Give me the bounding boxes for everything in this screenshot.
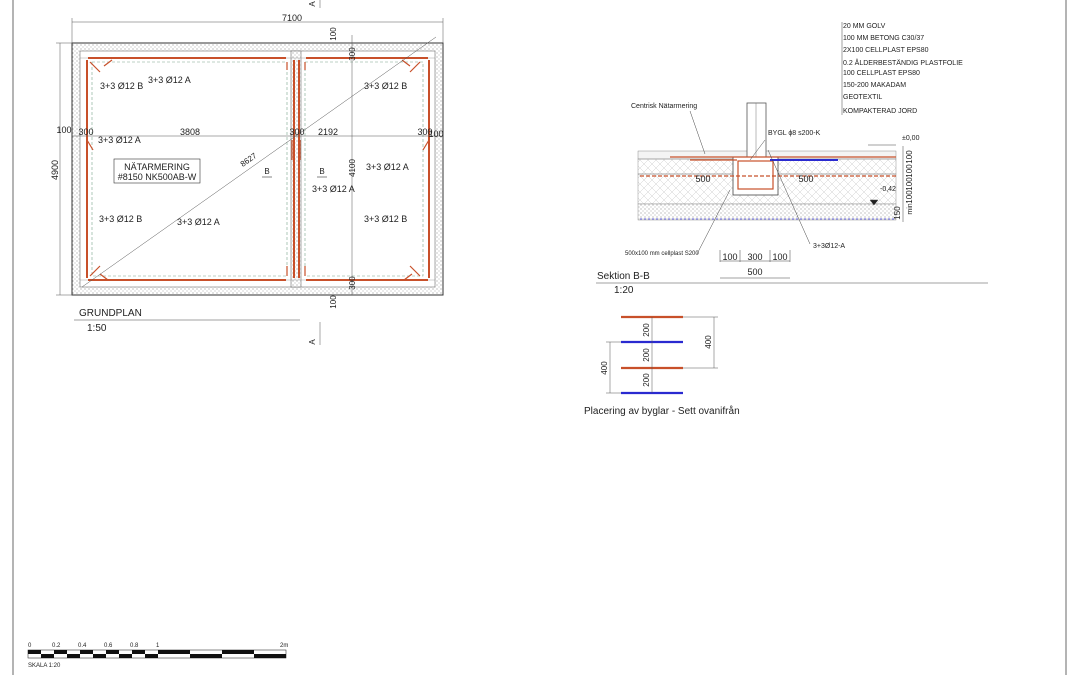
section-mark-a: A	[308, 1, 317, 7]
dim-500-total: 500	[747, 267, 762, 277]
scale-tick: 0	[28, 643, 32, 649]
middle-beam	[290, 50, 302, 288]
dim-500-left: 500	[695, 174, 710, 184]
stirrup-dim-400-left: 400	[600, 361, 609, 375]
scale-tick: 0.6	[104, 643, 113, 649]
mesh-leader-label: Centrisk Nätarmering	[631, 103, 697, 110]
stirrup-dim: 200	[642, 373, 651, 387]
stirrup-placement: 200 200 200 400 400 Placering av byglar …	[584, 315, 740, 417]
section-mark-a: A	[308, 339, 317, 345]
dim-stack-150: 150	[893, 206, 902, 220]
dim-300: 300	[747, 252, 762, 262]
layer-label: KOMPAKTERAD JORD	[843, 108, 917, 115]
dim-stack: 100	[905, 190, 914, 204]
rebar-label: 3+3 Ø12 B	[99, 214, 142, 224]
rebar-label: 3+3 Ø12 B	[364, 214, 407, 224]
stirrup-dim-400-right: 400	[704, 335, 713, 349]
dim-top-100: 100	[329, 27, 338, 41]
rebar-label: 3+3 Ø12 A	[98, 135, 141, 145]
dim-left-100: 100	[56, 125, 71, 135]
rebar-lines	[86, 57, 430, 281]
dim-500-right: 500	[798, 174, 813, 184]
dim-stack: 100	[905, 164, 914, 178]
cellplast-label: 500x100 mm cellplast S200	[625, 251, 699, 257]
rebar-labels: 3+3 Ø12 B 3+3 Ø12 A 3+3 Ø12 A 3+3 Ø12 B …	[98, 75, 409, 227]
scale-label: SKALA 1:20	[28, 663, 61, 669]
wall-post	[746, 102, 767, 158]
scale-tick: 1	[156, 643, 160, 649]
level-zero-label: ±0,00	[902, 135, 920, 142]
level-neg-label: -0,42	[880, 186, 896, 193]
layer-list: 20 MM GOLV 100 MM BETONG C30/37 2X100 CE…	[843, 23, 963, 115]
sheet-frame	[12, 0, 1067, 675]
stirrup-label: BYGL ϕ8 s200-K	[768, 130, 821, 137]
dim-top-300: 300	[348, 47, 357, 61]
dim-total-width: 7100	[282, 13, 302, 23]
plan-dimensions: 7100 4900 100 300 4100 300 100 100 300 3…	[50, 13, 444, 309]
scale-tick: 0.2	[52, 643, 61, 649]
dim-stack: 100	[905, 150, 914, 164]
dim-mid-300: 300	[289, 127, 304, 137]
dim-total-height: 4900	[50, 160, 60, 180]
dim-right-300: 300	[417, 127, 432, 137]
rebar-label: 3+3 Ø12 B	[364, 81, 407, 91]
dim-stack: 100	[905, 177, 914, 191]
scale-tick: 2m	[280, 643, 288, 649]
layer-label: 100 CELLPLAST EPS80	[843, 70, 920, 77]
scale-tick: 0.4	[78, 643, 87, 649]
layer-label: GEOTEXTIL	[843, 94, 882, 101]
dim-right-100: 100	[428, 129, 443, 139]
dim-stack-min: min	[907, 203, 914, 214]
stirrup-caption: Placering av byglar - Sett ovanifrån	[584, 405, 740, 417]
rebar-label: 3+3 Ø12 A	[148, 75, 191, 85]
section-title: Sektion B-B	[597, 271, 650, 282]
dim-inner-height: 4100	[348, 159, 357, 177]
dim-span-2: 2192	[318, 127, 338, 137]
rebar-label: 3+3 Ø12 A	[177, 217, 220, 227]
scale-bar: 0 0.2 0.4 0.6 0.8 1 2m SKALA 1:20	[27, 643, 288, 669]
rebar-label: 3+3 Ø12 A	[312, 184, 355, 194]
ground-plan: 7100 4900 100 300 4100 300 100 100 300 3…	[50, 0, 444, 345]
dim-bottom-300: 300	[348, 276, 357, 290]
rebar-label: 3+3 Ø12 A	[366, 162, 409, 172]
mesh-label-line2: #8150 NK500AB-W	[118, 172, 197, 182]
plan-scale: 1:50	[87, 323, 107, 334]
plan-title: GRUNDPLAN	[79, 308, 142, 319]
dim-100-b: 100	[772, 252, 787, 262]
section-mark-b: B	[319, 167, 324, 176]
layer-label: 2X100 CELLPLAST EPS80	[843, 47, 929, 54]
layer-label: 0.2 ÅLDERBESTÄNDIG PLASTFOLIE	[843, 58, 963, 67]
layer-label: 20 MM GOLV	[843, 23, 886, 30]
section-detail: 20 MM GOLV 100 MM BETONG C30/37 2X100 CE…	[596, 22, 988, 296]
scale-tick: 0.8	[130, 643, 139, 649]
rebar-label: 3+3 Ø12 B	[100, 81, 143, 91]
dim-span-1: 3808	[180, 127, 200, 137]
scale-bar-blocks	[27, 649, 287, 659]
dim-left-300: 300	[78, 127, 93, 137]
section-mark-b: B	[264, 167, 269, 176]
mesh-callout-box	[113, 158, 201, 184]
layer-label: 150-200 MAKADAM	[843, 82, 906, 89]
stirrup-dim: 200	[642, 348, 651, 362]
dim-bottom-100: 100	[329, 295, 338, 309]
section-scale: 1:20	[614, 285, 634, 296]
stirrup-dim: 200	[642, 323, 651, 337]
layer-label: 100 MM BETONG C30/37	[843, 35, 924, 42]
mesh-label-line1: NÄTARMERING	[124, 162, 190, 172]
dim-100-a: 100	[722, 252, 737, 262]
rebar-leader-label: 3+3Ø12-A	[813, 243, 845, 250]
